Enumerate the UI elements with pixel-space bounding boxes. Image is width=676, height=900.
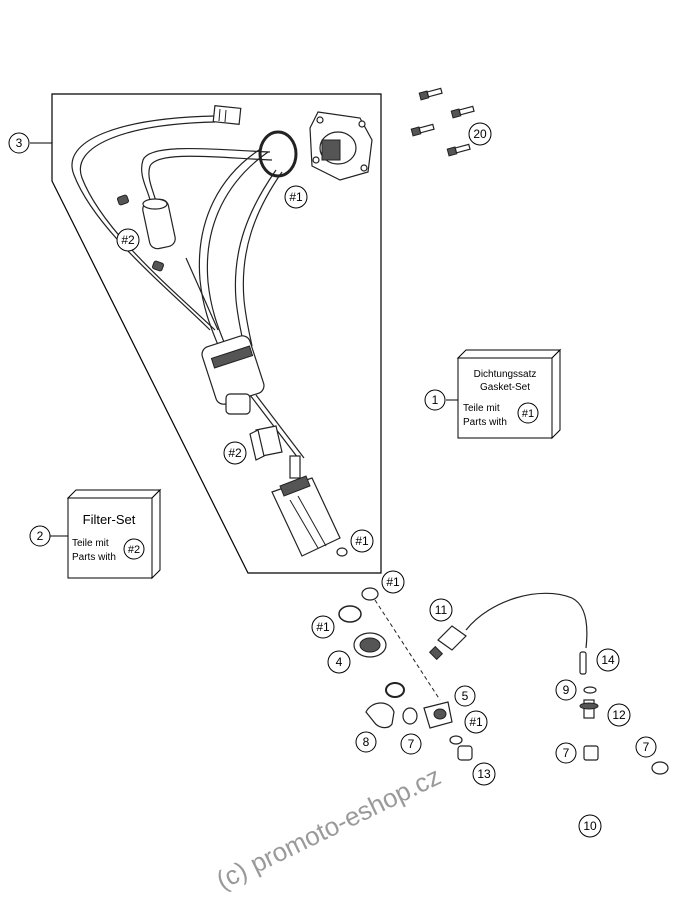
svg-text:5: 5 <box>462 689 469 703</box>
pump-o-ring <box>336 547 348 557</box>
pump-sleeve <box>249 425 283 461</box>
svg-text:2: 2 <box>37 529 44 543</box>
callout-12: 12 <box>607 703 631 727</box>
callout-13: 13 <box>472 762 496 786</box>
filter-kit-title: Filter-Set <box>83 512 136 527</box>
svg-text:#1: #1 <box>386 575 400 589</box>
svg-text:14: 14 <box>601 653 615 667</box>
callout-2: 2 <box>29 525 51 547</box>
callout-1-seal: #1 <box>284 185 308 209</box>
callout-2-filter: #2 <box>116 228 140 252</box>
pump-hoses <box>71 115 305 459</box>
filter-kit-line2: Parts with <box>72 552 116 563</box>
svg-text:10: 10 <box>583 819 597 833</box>
svg-text:7: 7 <box>643 740 650 754</box>
svg-text:7: 7 <box>563 746 570 760</box>
filter-set-kit: Filter-Set Teile mit Parts with #2 <box>50 488 162 580</box>
svg-text:#1: #1 <box>469 715 483 729</box>
screws <box>410 87 475 157</box>
svg-text:7: 7 <box>408 737 415 751</box>
filter-kit-ref: #2 <box>128 544 140 556</box>
svg-text:11: 11 <box>435 603 448 617</box>
callout-1-oring-top: #1 <box>381 570 405 594</box>
electrical-connector <box>212 105 242 125</box>
gasket-kit-title-de: Dichtungssatz <box>474 369 537 380</box>
filter-clip-top <box>116 194 130 206</box>
callout-20: 20 <box>468 122 492 146</box>
fuel-filter <box>142 198 176 250</box>
gasket-set-kit: Dichtungssatz Gasket-Set Teile mit Parts… <box>446 348 562 440</box>
gasket-kit-title-en: Gasket-Set <box>480 382 530 393</box>
callout-10: 10 <box>578 814 602 838</box>
svg-text:8: 8 <box>363 735 370 749</box>
callout-8: 8 <box>355 731 377 753</box>
lower-parts <box>338 587 669 819</box>
pressure-regulator <box>201 335 265 415</box>
pump-flange <box>309 111 373 181</box>
svg-text:13: 13 <box>477 767 491 781</box>
callout-1: 1 <box>424 389 446 411</box>
filter-clip-bottom <box>151 260 165 272</box>
watermark: (c) promoto-eshop.cz <box>211 761 445 896</box>
svg-text:#2: #2 <box>121 233 135 247</box>
callout-3: 3 <box>8 132 30 154</box>
callout-4: 4 <box>327 650 351 674</box>
callout-7-middle: 7 <box>555 742 577 764</box>
callout-5: 5 <box>454 685 476 707</box>
svg-text:4: 4 <box>336 655 343 669</box>
gasket-kit-ref: #1 <box>522 408 534 420</box>
callout-7-left: 7 <box>400 733 422 755</box>
callout-7-right: 7 <box>635 736 657 758</box>
svg-text:#1: #1 <box>316 620 330 634</box>
gasket-kit-line1: Teile mit <box>463 403 500 414</box>
flange-seal <box>258 130 298 178</box>
callout-9: 9 <box>555 679 577 701</box>
callout-1-adapter: #1 <box>464 710 488 734</box>
svg-text:3: 3 <box>16 136 23 150</box>
callout-11: 11 <box>429 598 453 622</box>
callout-14: 14 <box>596 648 620 672</box>
svg-text:12: 12 <box>612 708 626 722</box>
fuel-pump <box>271 455 341 557</box>
callout-2-clip: #2 <box>223 441 247 465</box>
filter-kit-line1: Teile mit <box>72 538 109 549</box>
svg-text:#1: #1 <box>355 534 369 548</box>
svg-text:20: 20 <box>473 127 487 141</box>
svg-text:#2: #2 <box>228 446 242 460</box>
svg-text:9: 9 <box>563 683 570 697</box>
svg-text:1: 1 <box>432 393 439 407</box>
gasket-kit-line2: Parts with <box>463 417 507 428</box>
callout-1-oring-left: #1 <box>311 615 335 639</box>
callout-1-pump: #1 <box>350 529 374 553</box>
fuel-pump-assembly-frame <box>30 93 382 574</box>
svg-text:#1: #1 <box>289 190 303 204</box>
